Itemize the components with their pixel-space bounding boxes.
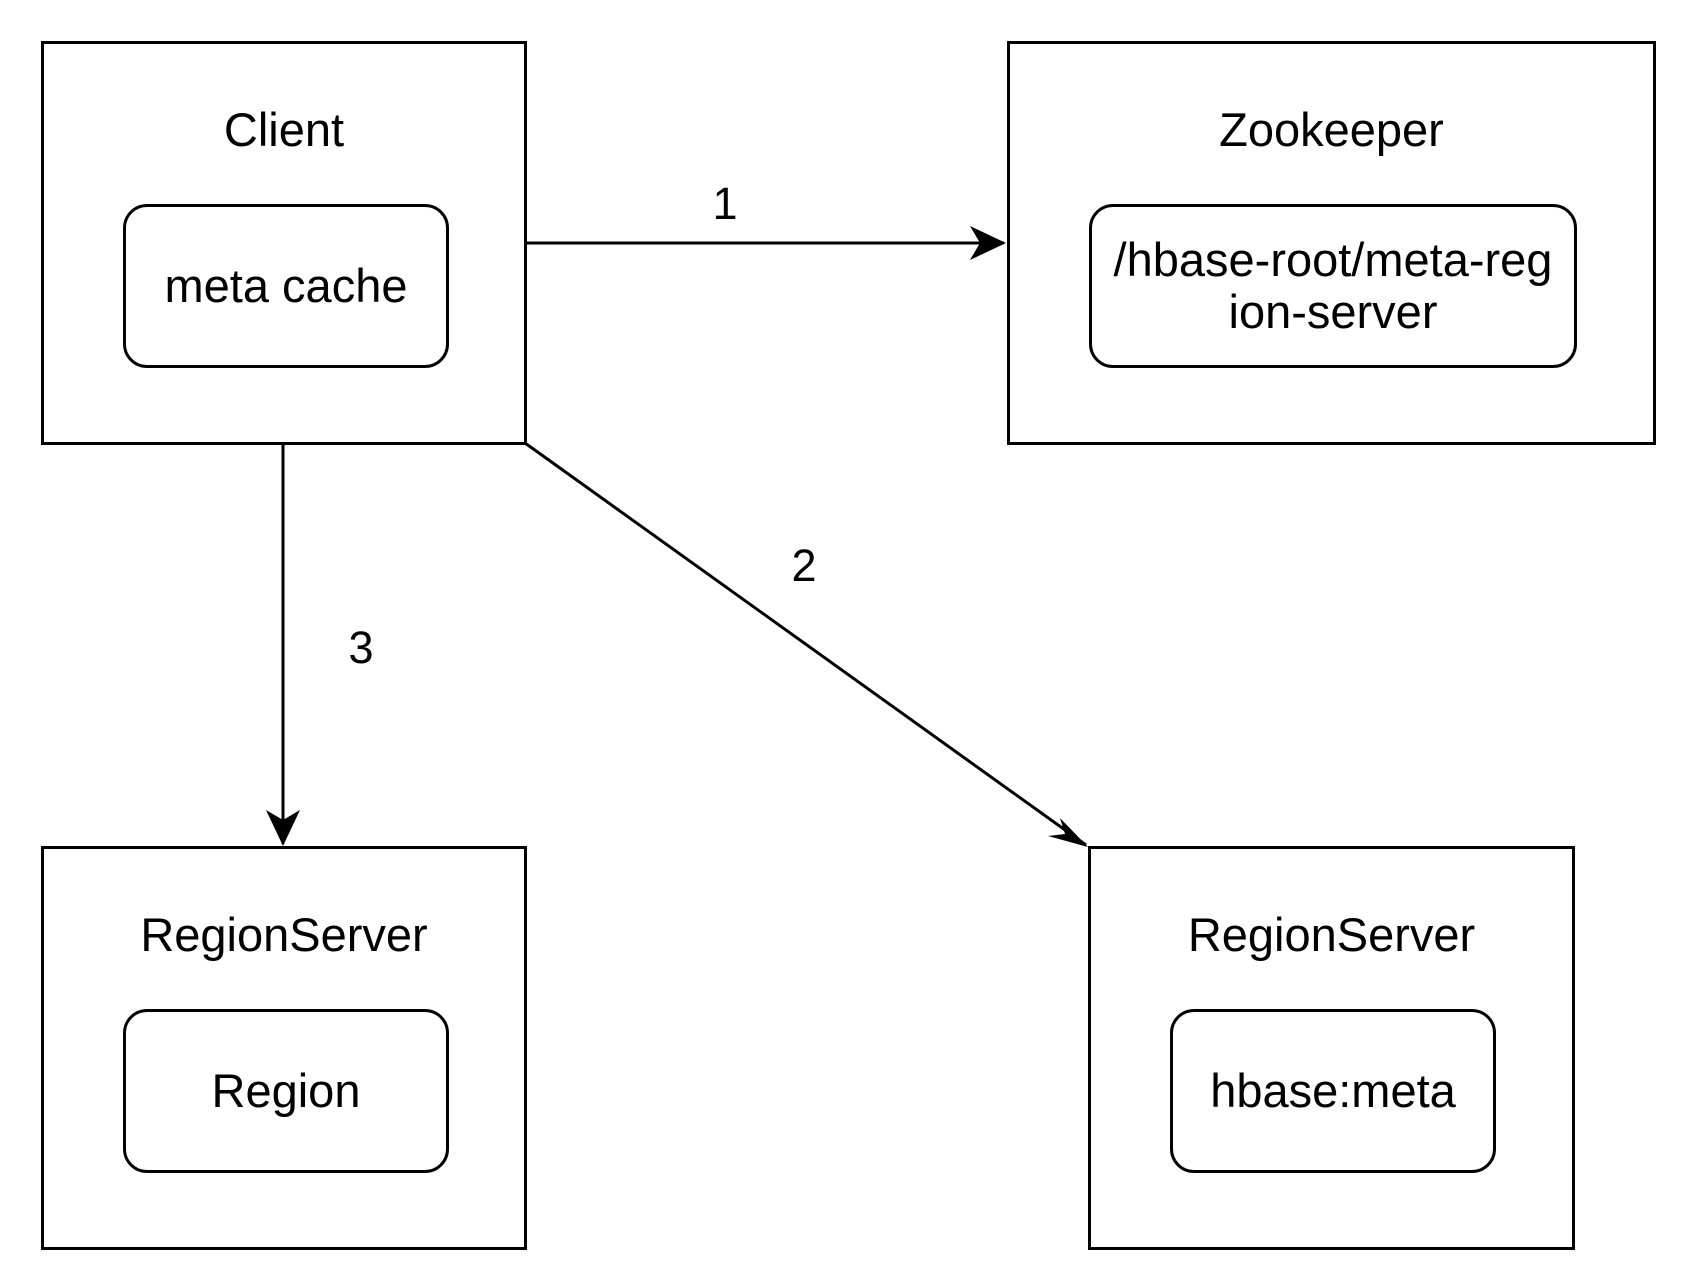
regionserver-right-title: RegionServer bbox=[1187, 908, 1476, 961]
hbase-meta-box: hbase:meta bbox=[1170, 1009, 1496, 1173]
zookeeper-title: Zookeeper bbox=[1219, 103, 1444, 156]
edge-2-arrowhead bbox=[1048, 818, 1088, 847]
zookeeper-box: Zookeeper /hbase-root/meta-region-server bbox=[1007, 41, 1656, 445]
regionserver-left-title: RegionServer bbox=[140, 908, 428, 961]
edge-1-label: 1 bbox=[712, 178, 738, 229]
regionserver-left-box: RegionServer Region bbox=[41, 846, 527, 1250]
client-title: Client bbox=[223, 103, 345, 156]
meta-cache-box: meta cache bbox=[123, 204, 449, 368]
meta-region-server-znode-box: /hbase-root/meta-region-server bbox=[1089, 204, 1577, 368]
edge-2-arrow bbox=[524, 441, 1087, 847]
edge-1-arrowhead bbox=[970, 226, 1006, 260]
edge-3-arrowhead bbox=[266, 810, 300, 846]
edge-2-label: 2 bbox=[791, 540, 817, 591]
client-box: Client meta cache bbox=[41, 41, 527, 445]
regionserver-right-box: RegionServer hbase:meta bbox=[1088, 846, 1575, 1250]
edge-3-label: 3 bbox=[348, 622, 374, 673]
region-box: Region bbox=[123, 1009, 449, 1173]
